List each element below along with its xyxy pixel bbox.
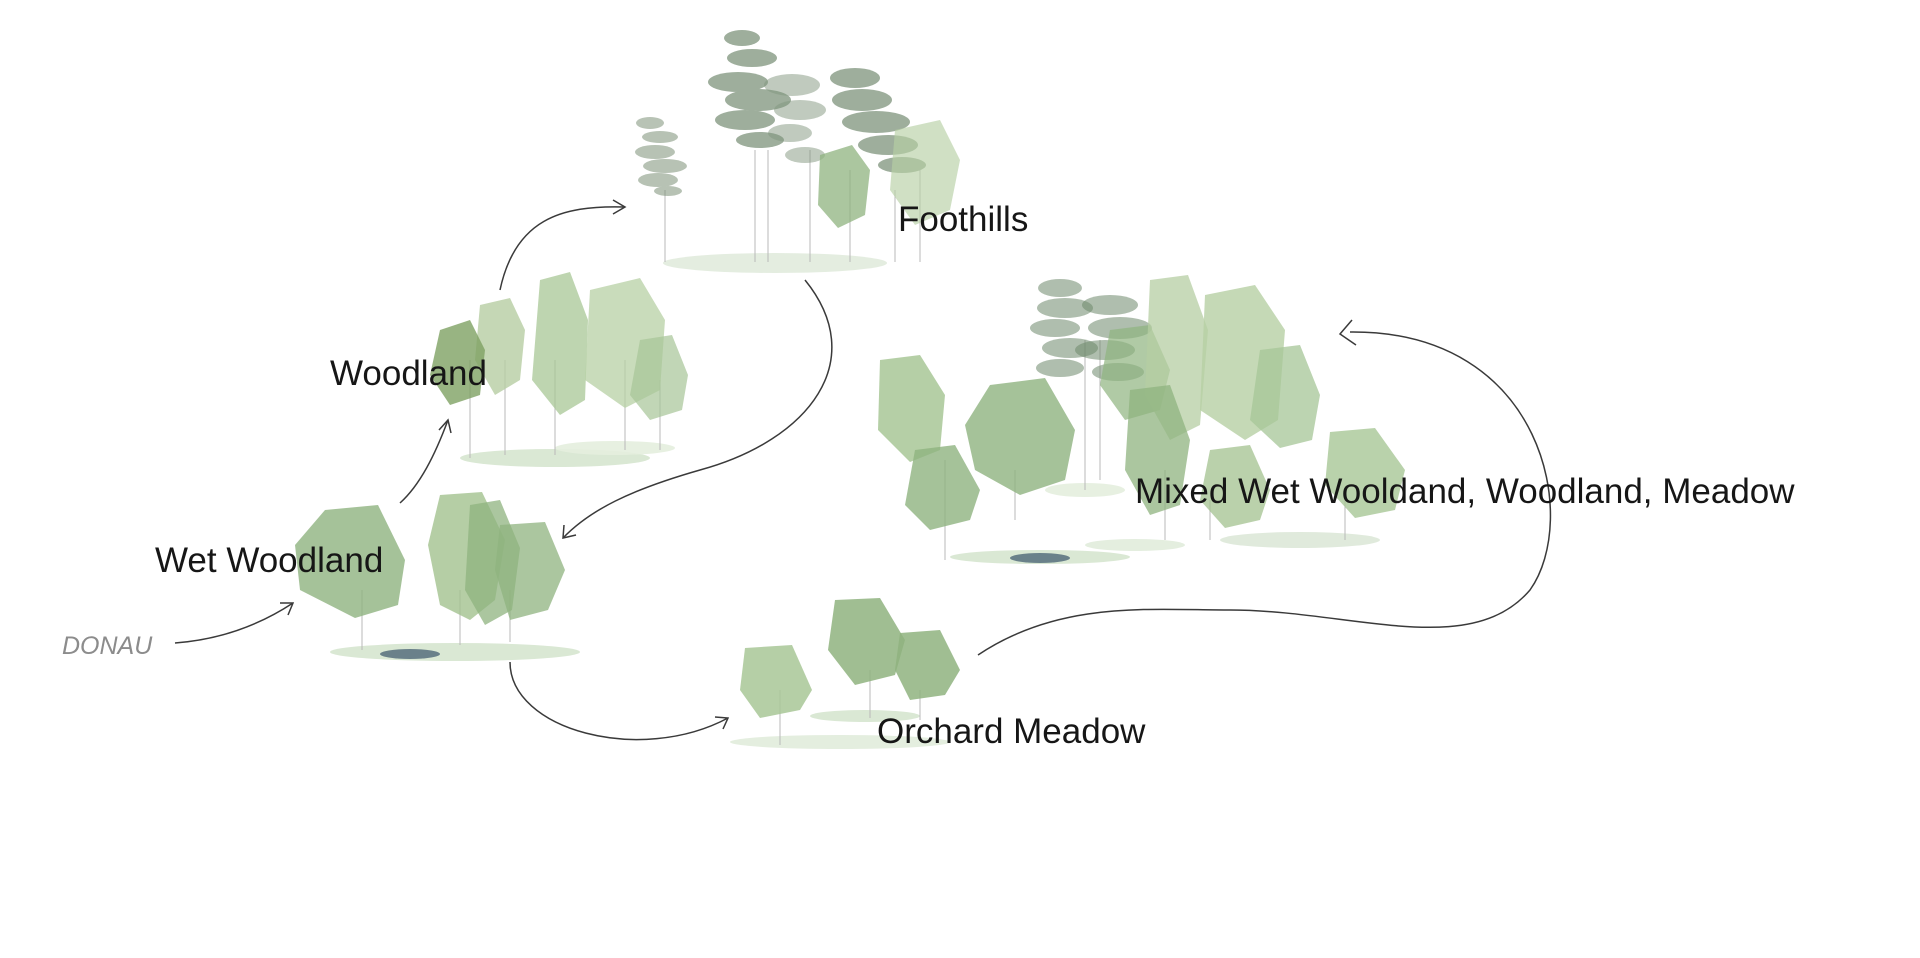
arrowhead-wet-woodland [562, 524, 577, 539]
arrow-donau-to-wet-woodland [174, 602, 294, 644]
label-mixed-wet-woodland-woodland-meadow: Mixed Wet Wooldand, Woodland, Meadow [1135, 472, 1795, 511]
arrow-wet-woodland-to-orchard [509, 661, 729, 741]
label-foothills: Foothills [898, 200, 1028, 239]
arrow-orchard-to-mixed [977, 331, 1552, 656]
arrowhead-foothills [612, 199, 627, 215]
label-donau: DONAU [62, 632, 153, 660]
arrowhead-orchard [714, 716, 730, 730]
mixed-cluster-trees [878, 275, 1405, 564]
label-wet-woodland: Wet Woodland [155, 541, 383, 580]
orchard-meadow-trees [730, 598, 960, 749]
foothills-trees [635, 30, 960, 273]
arrow-foothills-to-wet-woodland [562, 279, 833, 539]
arrowhead-mixed [1338, 319, 1357, 346]
arrowhead-woodland [438, 418, 452, 434]
wet-woodland-trees [295, 492, 580, 661]
label-woodland: Woodland [330, 354, 487, 393]
woodland-trees [430, 272, 688, 467]
arrow-woodland-to-foothills [499, 206, 626, 291]
arrow-wet-woodland-to-woodland [399, 419, 449, 504]
arrowhead-donau [280, 602, 295, 616]
label-orchard-meadow: Orchard Meadow [877, 712, 1146, 751]
flow-arrows [174, 199, 1552, 741]
